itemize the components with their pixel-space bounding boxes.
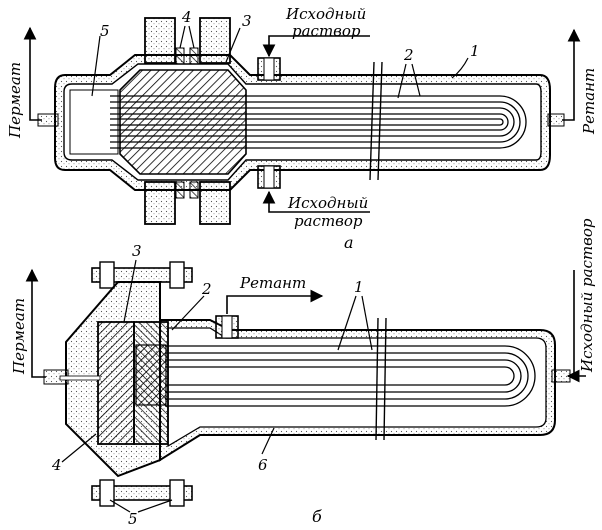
figure-b: Пермеат Ретант Исходный раствор 1 2 3 4 … (10, 218, 596, 528)
tube-sheet-b (97, 321, 135, 445)
seal-ring-a (175, 47, 185, 65)
feed-label-b: Исходный раствор (578, 218, 596, 373)
callout-4-b: 4 (51, 456, 62, 474)
arrow-retentate-a (562, 28, 581, 121)
inner-block-b (135, 344, 167, 406)
caption-a: а (344, 233, 354, 252)
feed-bottom-line2-a: раствор (294, 212, 363, 230)
arrow-feed-bottom-a (262, 190, 370, 213)
retentate-label-a: Ретант (580, 68, 598, 135)
feed-bottom-line1-a: Исходный (287, 194, 368, 212)
u-tube-bundle-a (110, 95, 527, 149)
callout-4-a: 4 (181, 8, 192, 26)
callout-1-a: 1 (470, 42, 480, 60)
feed-inlet-b (551, 369, 571, 383)
callout-5-a: 5 (100, 22, 110, 40)
u-tube-bundle-b (165, 345, 536, 407)
retentate-outlet-a (547, 113, 565, 127)
flange-top-a (144, 17, 176, 64)
arrow-permeate-a (23, 26, 42, 121)
callout-6-b: 6 (258, 456, 268, 474)
arrow-retentate-b (226, 289, 324, 314)
callout-2-b: 2 (201, 280, 212, 298)
arrow-feed-top-a (262, 35, 370, 58)
tube-sheet-a (119, 69, 247, 175)
permeate-label-a: Пермеат (6, 62, 24, 139)
callout-2-a: 2 (403, 46, 414, 64)
permeate-label-b: Пермеат (10, 298, 28, 375)
arrow-permeate-b (25, 268, 46, 378)
bolt-bottom-b (91, 485, 193, 501)
feed-top-line1-a: Исходный (285, 5, 366, 23)
retentate-label-b: Ретант (239, 274, 306, 292)
callout-1-b: 1 (354, 278, 364, 296)
callout-3-b: 3 (132, 242, 142, 260)
callout-3-a: 3 (242, 12, 252, 30)
figure-a: Пермеат Ретант Исходный раствор Исходный… (6, 5, 598, 252)
feed-top-line2-a: раствор (292, 22, 361, 40)
callout-5-b: 5 (128, 510, 138, 528)
permeate-chamber-a (69, 89, 119, 155)
caption-b: б (312, 507, 322, 526)
flange-bottom-a (144, 181, 176, 225)
